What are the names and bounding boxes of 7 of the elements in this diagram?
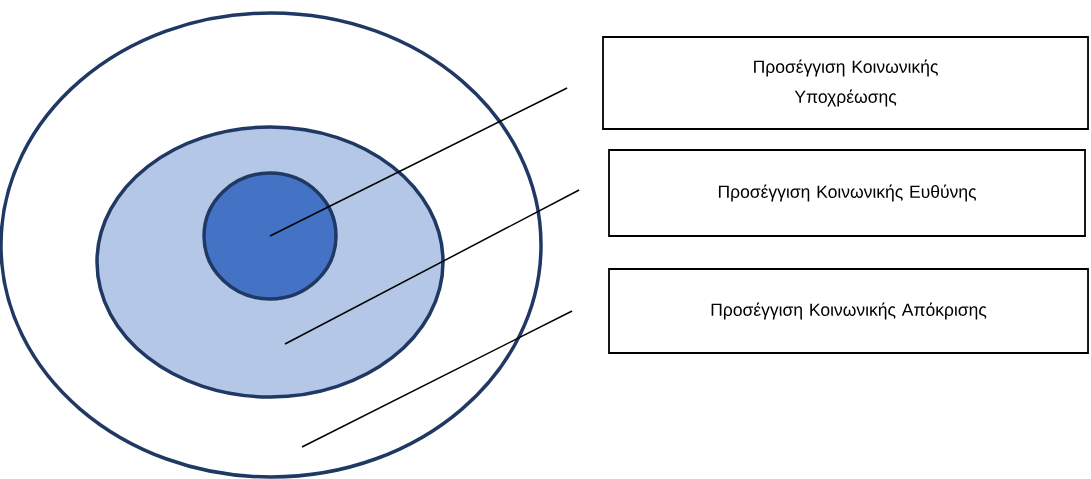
leader-line [301,310,573,448]
text-box: Προσέγγιση Κοινωνικής Υποχρέωσης [602,36,1089,130]
leader-line [284,189,580,345]
text-box: Προσέγγιση Κοινωνικής Ευθύνης [608,149,1086,237]
text-box: Προσέγγιση Κοινωνικής Απόκρισης [608,268,1089,354]
leader-line [269,87,568,237]
inner-ellipse [202,171,338,301]
